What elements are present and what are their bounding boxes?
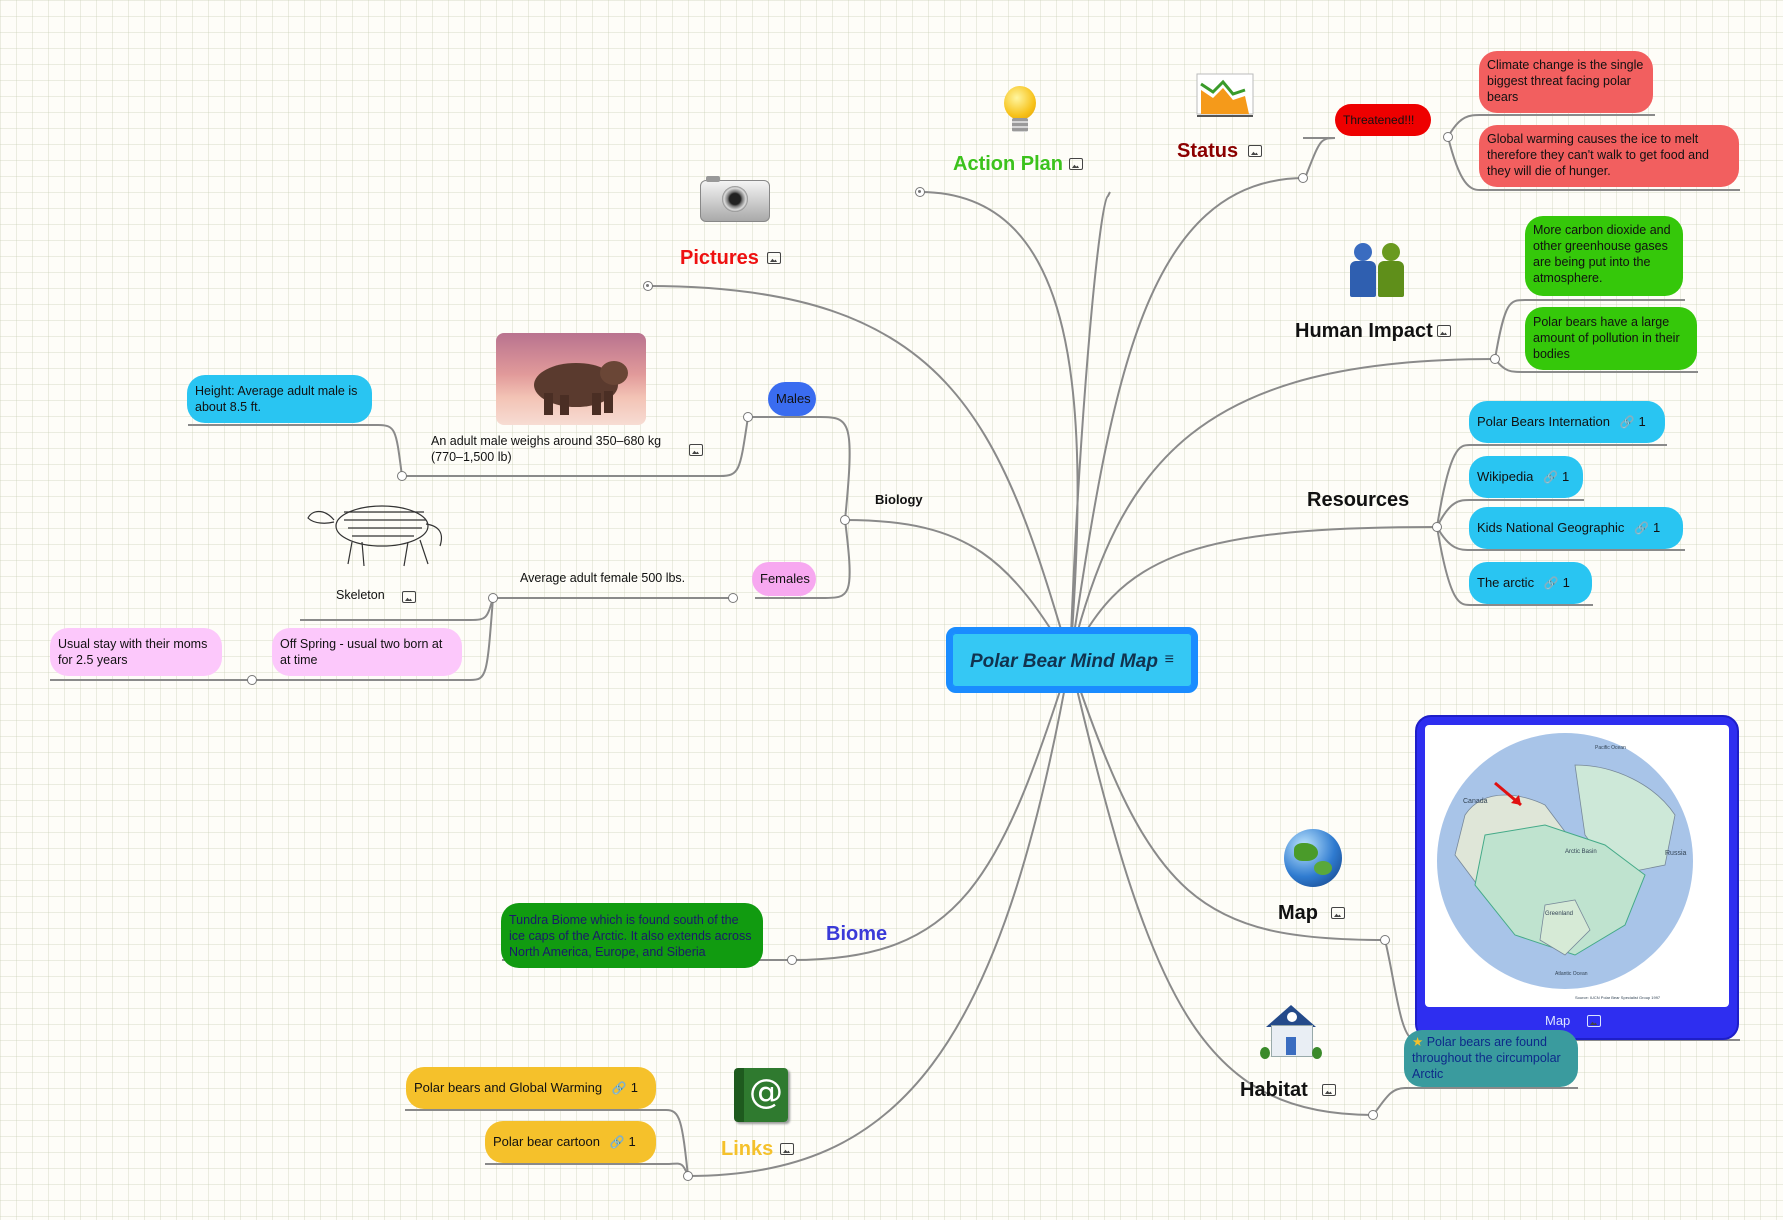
collapse-toggle[interactable]	[840, 515, 850, 525]
collapse-toggle[interactable]	[1490, 354, 1500, 364]
map-label: Canada	[1463, 798, 1488, 805]
collapse-toggle[interactable]	[1443, 132, 1453, 142]
image-icon[interactable]	[1322, 1084, 1336, 1096]
globe-icon	[1284, 829, 1342, 887]
males-badge[interactable]: Males	[768, 382, 816, 416]
skeleton-label[interactable]: Skeleton	[336, 588, 385, 602]
biome-topic[interactable]: Biome	[826, 923, 888, 945]
collapse-toggle[interactable]	[1368, 1110, 1378, 1120]
links-item-label: Polar bear cartoon	[493, 1134, 600, 1149]
collapse-toggle[interactable]	[488, 593, 498, 603]
male-weight-text[interactable]: An adult male weighs around 350–680 kg (…	[431, 434, 662, 464]
map-card[interactable]: Canada Russia Arctic Basin Greenland Pac…	[1415, 715, 1739, 1040]
collapse-toggle[interactable]	[743, 412, 753, 422]
link-count: 1	[628, 1134, 636, 1149]
human-impact-note-greenhouse[interactable]: More carbon dioxide and other greenhouse…	[1525, 216, 1683, 296]
links-topic[interactable]: Links	[721, 1138, 774, 1160]
collapse-toggle[interactable]	[787, 955, 797, 965]
address-book-icon: @	[734, 1068, 788, 1122]
human-impact-note-pollution[interactable]: Polar bears have a large amount of pollu…	[1525, 307, 1697, 370]
habitat-topic[interactable]: Habitat	[1240, 1079, 1308, 1101]
people-icon	[1348, 243, 1408, 301]
human-impact-topic[interactable]: Human Impact	[1295, 320, 1433, 342]
collapse-toggle[interactable]	[397, 471, 407, 481]
lightbulb-icon	[1000, 86, 1040, 142]
resource-link-label: Kids National Geographic	[1477, 520, 1625, 535]
links-item[interactable]: Polar bear cartoon 🔗1	[485, 1121, 656, 1163]
central-topic[interactable]: Polar Bear Mind Map ≡	[946, 627, 1198, 693]
link-count: 1	[630, 1080, 638, 1095]
links-item[interactable]: Polar bears and Global Warming 🔗1	[406, 1067, 656, 1109]
female-weight-text[interactable]: Average adult female 500 lbs.	[520, 571, 686, 585]
resources-topic[interactable]: Resources	[1307, 489, 1410, 511]
map-card-caption: Map	[1545, 1013, 1571, 1028]
map-label: Russia	[1665, 850, 1687, 857]
habitat-note-text: Polar bears are found throughout the cir…	[1412, 1035, 1561, 1081]
link-icon[interactable]: 🔗	[609, 1135, 625, 1149]
image-icon[interactable]	[767, 252, 781, 264]
image-icon[interactable]	[1069, 158, 1083, 170]
map-topic[interactable]: Map	[1278, 902, 1318, 924]
map-label: Source: IUCN Polar Bear Specialist Group…	[1575, 995, 1661, 1000]
action-plan-topic[interactable]: Action Plan	[953, 153, 1064, 175]
collapse-toggle[interactable]	[728, 593, 738, 603]
biology-topic[interactable]: Biology	[875, 492, 923, 507]
pictures-topic[interactable]: Pictures	[680, 247, 759, 269]
resource-link-label: Wikipedia	[1477, 469, 1534, 484]
resource-link-label: The arctic	[1477, 575, 1535, 590]
image-icon[interactable]	[1437, 325, 1451, 337]
collapse-toggle[interactable]	[1432, 522, 1442, 532]
collapse-toggle[interactable]	[247, 675, 257, 685]
image-icon[interactable]	[1331, 907, 1345, 919]
image-icon[interactable]	[1248, 145, 1262, 157]
status-topic[interactable]: Status	[1177, 140, 1239, 162]
link-count: 1	[1653, 520, 1661, 535]
link-icon[interactable]: 🔗	[1634, 521, 1649, 535]
chart-icon	[1193, 70, 1257, 120]
resource-link[interactable]: The arctic 🔗1	[1469, 562, 1592, 604]
resource-link[interactable]: Kids National Geographic 🔗 1	[1469, 507, 1683, 549]
link-icon[interactable]: 🔗	[611, 1081, 627, 1095]
image-icon[interactable]	[689, 444, 703, 456]
resource-link[interactable]: Wikipedia 🔗1	[1469, 456, 1583, 498]
skeleton-drawing	[304, 490, 454, 572]
status-note-climate[interactable]: Climate change is the single biggest thr…	[1479, 51, 1653, 113]
link-count: 1	[1561, 469, 1570, 484]
map-label: Greenland	[1545, 911, 1573, 917]
image-icon[interactable]	[780, 1143, 794, 1155]
height-note[interactable]: Height: Average adult male is about 8.5 …	[187, 375, 372, 423]
central-topic-label: Polar Bear Mind Map	[970, 651, 1158, 672]
collapse-toggle[interactable]	[683, 1171, 693, 1181]
resource-link[interactable]: Polar Bears Internation 🔗1	[1469, 401, 1665, 443]
collapse-toggle[interactable]	[1380, 935, 1390, 945]
stay-note[interactable]: Usual stay with their moms for 2.5 years	[50, 628, 222, 676]
camera-icon	[698, 176, 770, 224]
threatened-badge[interactable]: Threatened!!!	[1335, 104, 1431, 136]
collapse-toggle[interactable]	[643, 281, 653, 291]
biome-note[interactable]: Tundra Biome which is found south of the…	[501, 903, 763, 968]
map-label: Atlantic Ocean	[1555, 971, 1588, 977]
link-icon[interactable]: 🔗	[1543, 576, 1559, 590]
status-note-global-warming[interactable]: Global warming causes the ice to melt th…	[1479, 125, 1739, 187]
links-item-label: Polar bears and Global Warming	[414, 1080, 603, 1095]
habitat-note[interactable]: ★ Polar bears are found throughout the c…	[1404, 1030, 1578, 1087]
link-icon[interactable]: 🔗	[1542, 470, 1558, 484]
star-icon: ★	[1412, 1035, 1424, 1049]
house-icon	[1260, 1005, 1322, 1060]
resource-link-label: Polar Bears Internation	[1477, 414, 1610, 429]
image-icon[interactable]	[1587, 1015, 1601, 1027]
map-label: Arctic Basin	[1565, 849, 1597, 855]
polar-bear-photo	[496, 333, 646, 425]
collapse-toggle[interactable]	[915, 187, 925, 197]
females-badge[interactable]: Females	[752, 562, 816, 596]
link-count: 1	[1562, 575, 1570, 590]
offspring-note[interactable]: Off Spring - usual two born at at time	[272, 628, 462, 676]
map-label: Pacific Ocean	[1595, 745, 1626, 751]
collapse-toggle[interactable]	[1298, 173, 1308, 183]
image-icon[interactable]	[402, 591, 416, 603]
notes-icon[interactable]: ≡	[1164, 651, 1174, 668]
link-count: 1	[1638, 414, 1646, 429]
arctic-map: Canada Russia Arctic Basin Greenland Pac…	[1425, 725, 1729, 1007]
link-icon[interactable]: 🔗	[1619, 415, 1635, 429]
